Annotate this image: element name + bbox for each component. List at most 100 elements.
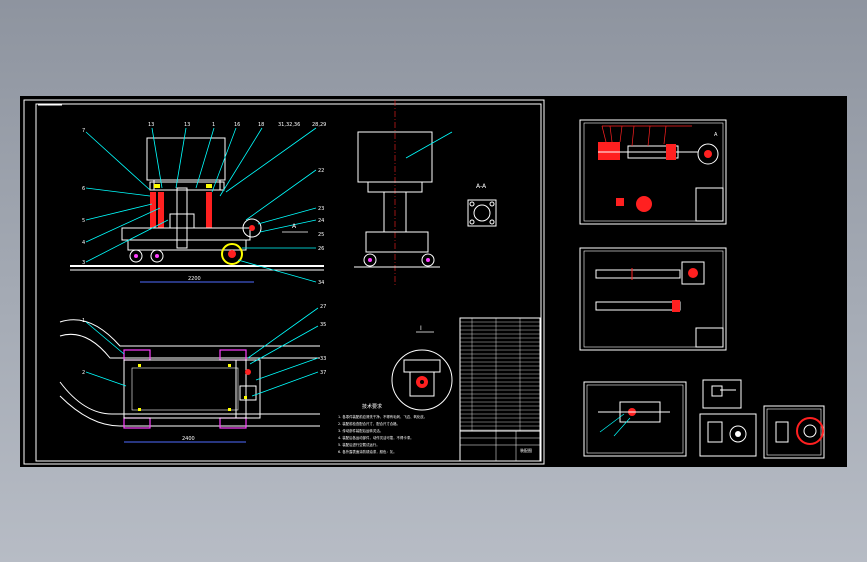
drive-gear xyxy=(242,218,262,238)
small-part-red xyxy=(616,198,624,206)
part-number: 13 xyxy=(148,122,154,128)
part-number: 24 xyxy=(318,218,324,224)
shaft-housing xyxy=(169,213,195,229)
flange-circle xyxy=(729,425,747,443)
spring-column-right xyxy=(206,192,212,228)
sheet-bearing-seat xyxy=(583,381,687,457)
chassis-inner xyxy=(131,367,239,411)
part-number: 34 xyxy=(318,280,324,286)
drive-wheel-hub xyxy=(228,250,236,258)
part-number: 35 xyxy=(320,322,326,328)
bolt-marker xyxy=(206,184,212,188)
track-curve-top-2 xyxy=(59,333,320,359)
part-number: 28,29 xyxy=(312,122,326,128)
side-wheel xyxy=(421,253,435,267)
long-shaft-top xyxy=(595,269,681,279)
wheel xyxy=(150,249,164,263)
central-shaft xyxy=(176,187,188,249)
gear-red xyxy=(636,196,652,212)
red-leaders xyxy=(601,125,692,147)
section-label: A-A xyxy=(476,183,487,190)
note-line: 2. 装配前检查配合尺寸，配合尺寸合格。 xyxy=(338,421,400,426)
part-number: 1 xyxy=(82,318,85,324)
section-box xyxy=(467,199,497,227)
part-number: 3 xyxy=(82,260,85,266)
part-number: 26 xyxy=(318,246,324,252)
detail-bracket xyxy=(403,359,441,373)
part-numbers-top: 13 13 1 16 18 31,32,36 28,29 xyxy=(148,122,326,128)
title-block-border xyxy=(459,430,541,462)
dimension-label-top: 2200 xyxy=(188,276,201,282)
main-sheet-inner-border xyxy=(35,103,542,462)
gear-hub xyxy=(803,424,817,438)
side-wheel-hub xyxy=(426,258,430,262)
note-line: 1. 各零件装配前应清洗干净，不得有毛刺、飞边、氧化皮。 xyxy=(338,414,427,419)
part-number: 2 xyxy=(82,370,85,376)
sheet-title-block xyxy=(695,187,724,222)
notes-title: 技术要求 xyxy=(362,403,382,410)
detail-view: I xyxy=(391,325,453,411)
drive-gear-hub xyxy=(249,225,255,231)
part-number: 18 xyxy=(258,122,264,128)
cabinet-box xyxy=(146,137,226,181)
sheet-flange xyxy=(699,413,757,457)
part-number: 25 xyxy=(318,232,324,238)
part-number: 22 xyxy=(318,168,324,174)
detail-circle xyxy=(391,349,453,411)
gear-outer-red xyxy=(796,417,824,445)
cad-drawing-canvas: 2200 xyxy=(20,96,847,467)
cad-drawing-svg: 2200 xyxy=(23,99,825,465)
bolt-marker xyxy=(154,184,160,188)
sheet-title-block xyxy=(695,327,724,348)
part-number: 23 xyxy=(318,206,324,212)
note-line: 6. 各外露表面涂防锈油漆，颜色：灰。 xyxy=(338,449,397,454)
plan-view: 2400 1 2 27 35 33 37 xyxy=(59,304,326,443)
spring-column-left-2 xyxy=(158,192,164,228)
drive-unit xyxy=(235,359,261,419)
drive-hub xyxy=(245,369,251,375)
technical-notes: 技术要求 1. 各零件装配前应清洗干净，不得有毛刺、飞边、氧化皮。 2. 装配前… xyxy=(338,403,427,454)
parts-list-rows xyxy=(460,318,540,431)
sheet-border xyxy=(579,119,727,225)
note-line: 4. 装配后各运动部件，动作灵活可靠，不得卡滞。 xyxy=(338,435,414,440)
leader-lines-left xyxy=(85,187,169,263)
track-curve-bottom xyxy=(59,395,320,427)
shaft-end-red xyxy=(672,300,680,312)
note-line: 3. 传动部件装配后运转灵活。 xyxy=(338,428,383,433)
drive-wheel xyxy=(221,243,243,265)
shaft-coupling xyxy=(598,142,620,160)
view-direction-label: A xyxy=(292,223,297,230)
part-number: 7 xyxy=(82,128,85,134)
part-number: 37 xyxy=(320,370,326,376)
side-leader xyxy=(405,131,453,159)
side-wheel xyxy=(363,253,377,267)
motor-box xyxy=(239,385,257,401)
sheet-border xyxy=(699,413,757,457)
detail-label: I xyxy=(420,325,422,332)
leader-lines-top xyxy=(85,127,317,197)
sheet-border xyxy=(702,379,742,409)
part-numbers-left: 7 6 5 4 3 xyxy=(82,128,85,266)
sheet-gear-wheel xyxy=(763,405,825,459)
sheet-border xyxy=(583,381,687,457)
sheet-view-label: A xyxy=(714,132,718,138)
wheel-hub xyxy=(155,254,159,258)
side-wheel-hub xyxy=(368,258,372,262)
shaft-sleeve xyxy=(627,145,679,159)
part-number: 33 xyxy=(320,356,326,362)
track-curve-bottom-2 xyxy=(59,381,320,415)
long-shaft-bottom xyxy=(595,301,681,311)
sheet-long-shaft xyxy=(579,247,727,351)
dimension-label-bottom: 2400 xyxy=(182,436,195,442)
leader-lines-right xyxy=(237,169,317,283)
sheet-shaft-assembly: A xyxy=(579,119,727,225)
part-number: 5 xyxy=(82,218,85,224)
front-view: 2200 xyxy=(70,122,326,286)
side-base xyxy=(365,231,429,253)
part-numbers-right: 22 23 24 25 26 34 xyxy=(318,168,324,286)
part-number: 6 xyxy=(82,186,85,192)
part-number: 4 xyxy=(82,240,85,246)
sheet-border xyxy=(579,247,727,351)
detail-block xyxy=(409,371,435,397)
fastener-markers xyxy=(138,364,247,411)
